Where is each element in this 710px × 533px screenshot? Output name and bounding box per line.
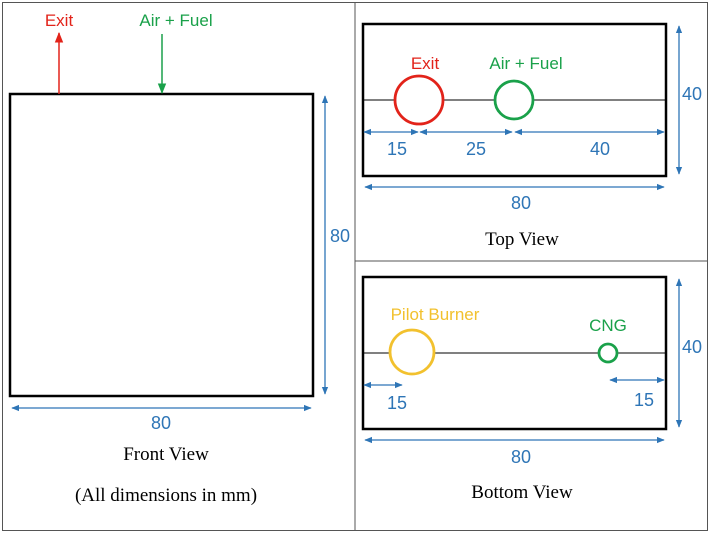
top-exit-port [393, 74, 445, 126]
front-view-caption: Front View [123, 444, 209, 465]
top-exit-label: Exit [411, 54, 440, 73]
top-height-dimension: 40 [682, 84, 702, 104]
top-air-fuel-port [493, 79, 535, 121]
front-air-fuel-label: Air + Fuel [139, 11, 212, 30]
cng-port [597, 342, 619, 364]
top-air-fuel-label: Air + Fuel [489, 54, 562, 73]
cng-label: CNG [589, 316, 627, 335]
front-height-dimension: 80 [330, 226, 350, 246]
bottom-view: Pilot Burner CNG 15 15 40 80 Bottom View [361, 275, 702, 503]
bottom-height-dimension: 40 [682, 337, 702, 357]
dimensions-note: (All dimensions in mm) [75, 485, 257, 506]
pilot-burner-label: Pilot Burner [391, 305, 480, 324]
front-view: Exit Air + Fuel 80 80 Front View (All di… [8, 11, 350, 506]
pilot-burner-port [388, 328, 436, 376]
top-view: Exit Air + Fuel 15 25 40 40 80 Top View [361, 22, 702, 250]
top-width-dimension: 80 [511, 193, 531, 213]
bottom-dim-left: 15 [387, 393, 407, 413]
top-view-caption: Top View [485, 229, 559, 250]
front-exit-label: Exit [45, 11, 74, 30]
bottom-dim-right: 15 [634, 390, 654, 410]
bottom-width-dimension: 80 [511, 447, 531, 467]
top-dim-right: 40 [590, 139, 610, 159]
top-dim-middle: 25 [466, 139, 486, 159]
top-dim-left: 15 [387, 139, 407, 159]
front-view-body [8, 92, 315, 398]
bottom-view-caption: Bottom View [471, 482, 573, 503]
front-width-dimension: 80 [151, 413, 171, 433]
